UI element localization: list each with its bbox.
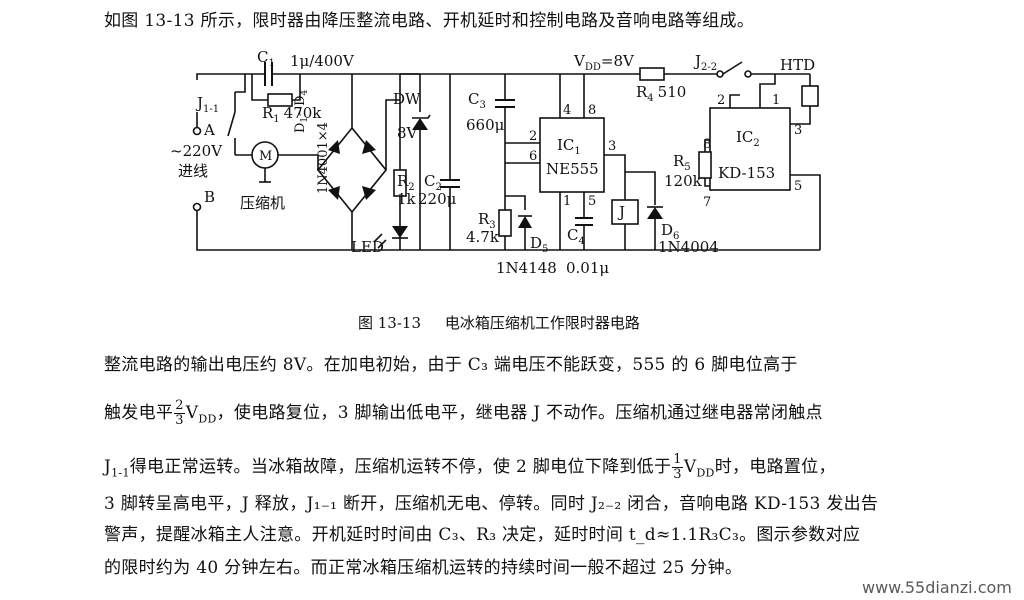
d5-label: D5 (530, 234, 548, 255)
ic1-pin4: 4 (563, 103, 571, 118)
compressor-label: 压缩机 (240, 194, 285, 212)
j11-label: J1-1 (195, 94, 219, 115)
intro-text: 如图 13-13 所示，限时器由降压整流电路、开机延时和控制电路及音响电路等组成… (104, 11, 755, 31)
ic1-type: NE555 (546, 160, 599, 178)
c2-label: C2 (424, 172, 442, 193)
ic1-label: IC1 (557, 136, 581, 157)
ic2-pin3: 3 (794, 123, 802, 138)
motor-symbol-label: M (259, 149, 272, 164)
r5-value: 120k (664, 172, 703, 190)
r5-label: R5 (673, 152, 691, 173)
ic2-pin7: 7 (703, 195, 711, 210)
r2-value: 1k (397, 190, 417, 208)
figure-caption: 图 13-13 电冰箱压缩机工作限时器电路 (358, 312, 640, 333)
timer-section (495, 74, 663, 250)
ic1-pin5: 5 (588, 194, 596, 209)
htd-label: HTD (780, 56, 815, 74)
led-label: LED (351, 238, 384, 256)
terminal-a-label: A (203, 121, 215, 139)
terminal-b-label: B (204, 188, 215, 206)
ic2-type: KD-153 (718, 164, 775, 182)
c3-value: 660μ (466, 116, 505, 134)
c3-label: C3 (468, 90, 486, 111)
supply-rail (352, 73, 820, 251)
ic2-pin8: 8 (703, 137, 711, 152)
ic1-pin3: 3 (608, 139, 616, 154)
r3-label: R3 (478, 210, 496, 231)
para-line-5: 警声，提醒冰箱主人注意。开机延时时间由 C₃、R₃ 决定，延时时间 t_d≈1.… (104, 525, 861, 545)
c2-value: 220μ (418, 190, 457, 208)
d1-d4-type: 1N4001×4 (316, 122, 331, 194)
para-line-3-b: 得电正常运转。当冰箱故障，压缩机运转不停，使 2 脚电位下降到低于 (129, 457, 672, 477)
mains-section (192, 62, 400, 251)
c4-value: 0.01μ (566, 259, 609, 277)
ic2-label: IC2 (736, 128, 760, 149)
relay-label: J (617, 203, 625, 221)
para-line-2-b: V (185, 403, 199, 423)
d6-type: 1N4004 (658, 238, 719, 256)
ic1-pin6: 6 (529, 149, 537, 164)
ic1-pin1: 1 (563, 194, 571, 209)
d1-d4-label: D1~D4 (293, 90, 310, 134)
d5-type: 1N4148 (496, 259, 557, 277)
zener-label: DW (393, 90, 421, 108)
d6-label: D6 (661, 221, 679, 242)
para-line-3-d: 时，电路置位， (714, 457, 836, 477)
ic1-pin2: 2 (529, 129, 537, 144)
para-line-1: 整流电路的输出电压约 8V。在加电初始，由于 C₃ 端电压不能跃变，555 的 … (104, 355, 798, 375)
para-line-6: 的限时约为 40 分钟左右。而正常冰箱压缩机运转的持续时间一般不超过 25 分钟… (104, 558, 743, 578)
r3-value: 4.7k (466, 228, 500, 246)
c4-label: C4 (567, 226, 585, 247)
caption-number: 图 13-13 (358, 314, 422, 332)
watermark: www.55dianzi.com (862, 578, 1012, 597)
mains-input-label: 进线 (178, 162, 208, 180)
vdd-label: VDD=8V (573, 52, 635, 73)
c1-label: C1 (257, 48, 275, 69)
alarm-section (639, 61, 821, 250)
ic2-pin2: 2 (717, 93, 725, 108)
j22-label: J2-2 (693, 52, 717, 73)
ic2-pin1: 1 (772, 93, 780, 108)
zener-value: 8V (397, 124, 419, 142)
ic2-pin5: 5 (794, 179, 802, 194)
para-line-4: 3 脚转呈高电平，J 释放，J₁₋₁ 断开，压缩机无电、停转。同时 J₂₋₂ 闭… (104, 494, 879, 514)
mains-voltage-label: ~220V (170, 142, 223, 160)
para-line-2-a: 触发电平 (104, 403, 174, 423)
para-line-2-c: ，使电路复位，3 脚输出低电平，继电器 J 不动作。压缩机通过继电器常闭触点 (216, 403, 823, 423)
caption-title: 电冰箱压缩机工作限时器电路 (444, 314, 640, 332)
ic1-pin8: 8 (588, 103, 596, 118)
c1-value: 1μ/400V (290, 52, 355, 70)
r2-label: R2 (397, 172, 415, 193)
